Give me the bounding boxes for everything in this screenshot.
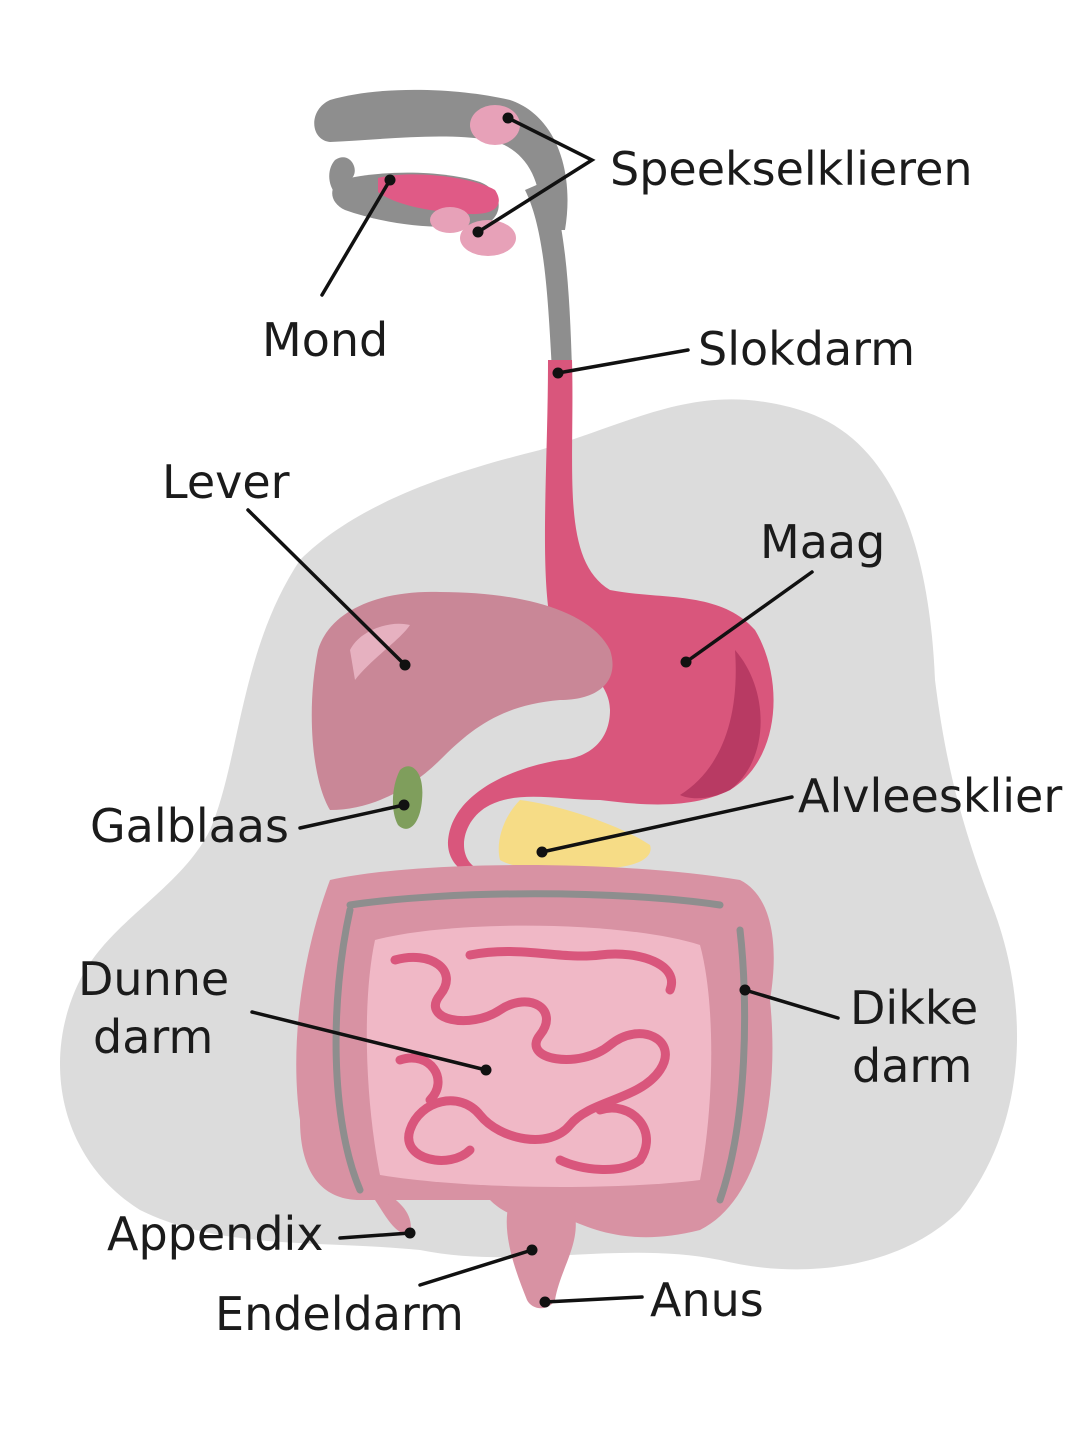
label-salivary-glands: Speekselklieren: [610, 142, 973, 196]
label-appendix: Appendix: [107, 1207, 324, 1261]
label-gallbladder: Galblaas: [90, 799, 289, 853]
throat: [525, 180, 572, 370]
label-anus: Anus: [650, 1273, 764, 1327]
leader-salivary-glands: [476, 116, 596, 234]
leader-esophagus: [556, 348, 690, 375]
leader-appendix: [338, 1231, 412, 1240]
lips: [329, 157, 356, 199]
rectum: [506, 1193, 576, 1309]
leader-lines: [246, 112, 840, 1308]
dot-small-intestine: [480, 1064, 492, 1076]
leader-liver: [246, 508, 407, 667]
colon-inner-line: [332, 890, 749, 1204]
leader-large-intestine: [743, 988, 840, 1020]
dot-gallbladder: [398, 799, 410, 811]
salivary-gland-small: [430, 207, 470, 233]
label-large-intestine-line1: Dikke: [850, 981, 978, 1035]
dot-salivary-lower: [472, 226, 484, 238]
label-liver: Lever: [162, 455, 290, 509]
tongue: [378, 174, 499, 215]
dot-appendix: [404, 1227, 416, 1239]
label-pancreas: Alvleesklier: [798, 769, 1062, 823]
appendix: [375, 1190, 411, 1235]
dot-rectum: [526, 1244, 538, 1256]
leader-gallbladder: [298, 803, 406, 830]
label-small-intestine-line1: Dunne: [78, 952, 229, 1006]
labels: Speekselklieren Mond Slokdarm Lever Maag…: [78, 142, 1062, 1341]
leader-stomach: [684, 570, 814, 664]
leader-rectum: [418, 1248, 534, 1287]
label-large-intestine-line2: darm: [852, 1039, 972, 1093]
small-intestine-coils: [390, 952, 670, 1165]
dot-mouth: [384, 174, 396, 186]
label-mouth: Mond: [262, 313, 388, 367]
mouth-area: [314, 89, 568, 256]
dot-liver: [399, 659, 411, 671]
leader-pancreas: [540, 795, 794, 854]
gallbladder: [392, 766, 423, 829]
dot-stomach: [680, 656, 692, 668]
label-esophagus: Slokdarm: [698, 322, 915, 376]
liver-highlight: [350, 623, 410, 680]
label-stomach: Maag: [760, 515, 885, 569]
esophagus-stomach: [448, 360, 774, 884]
small-intestine-coils-2: [395, 946, 676, 1174]
dot-anus: [539, 1296, 551, 1308]
salivary-gland-upper: [470, 105, 520, 145]
label-rectum: Endeldarm: [215, 1287, 464, 1341]
dot-pancreas: [536, 846, 548, 858]
leader-small-intestine: [250, 1010, 488, 1072]
dot-salivary-upper: [502, 112, 514, 124]
dot-esophagus: [552, 367, 564, 379]
dot-large-intestine: [739, 984, 751, 996]
leader-mouth: [320, 178, 392, 297]
leader-anus: [543, 1295, 644, 1304]
stomach-shade: [680, 650, 761, 799]
label-small-intestine-line2: darm: [93, 1010, 213, 1064]
